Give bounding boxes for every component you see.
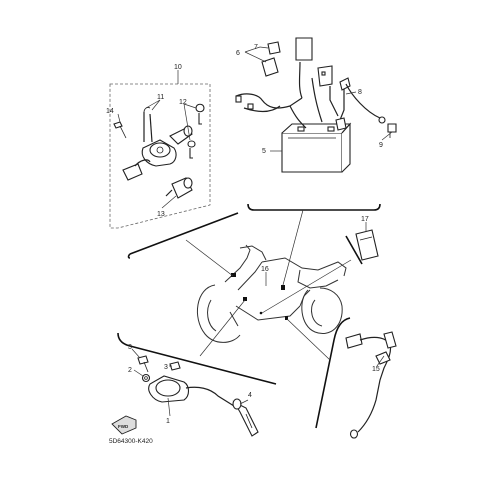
callout-2: 2 bbox=[128, 367, 132, 374]
callout-numbers: 10 11 12 14 13 6 7 5 8 9 17 16 3 2 3 1 4… bbox=[106, 44, 383, 425]
callout-16: 16 bbox=[261, 266, 269, 273]
callout-5: 5 bbox=[262, 148, 266, 155]
callout-8: 8 bbox=[358, 89, 362, 96]
callout-12: 12 bbox=[179, 99, 187, 106]
leader-lines bbox=[117, 46, 393, 417]
callout-10: 10 bbox=[174, 64, 182, 71]
callout-14: 14 bbox=[106, 108, 114, 115]
callout-6: 6 bbox=[236, 50, 240, 57]
fwd-label: FWD bbox=[118, 424, 129, 429]
callout-3b: 3 bbox=[164, 364, 168, 371]
fwd-arrow-icon: FWD bbox=[111, 415, 137, 435]
callout-15: 15 bbox=[372, 366, 380, 373]
battery-and-harness bbox=[235, 37, 397, 173]
coil-location-marker bbox=[243, 297, 247, 301]
callout-4: 4 bbox=[248, 392, 252, 399]
motorcycle-outline bbox=[197, 244, 347, 343]
label-sticker bbox=[355, 229, 379, 261]
sensor-location-marker bbox=[285, 316, 288, 320]
callout-11: 11 bbox=[157, 94, 164, 101]
callout-1: 1 bbox=[166, 418, 170, 425]
catalog-code: 5D64300-K420 bbox=[109, 438, 153, 445]
callout-13: 13 bbox=[157, 211, 165, 218]
ignition-switch-assembly bbox=[109, 83, 211, 229]
callout-3a: 3 bbox=[128, 344, 132, 351]
ignition-coil-assembly bbox=[137, 355, 259, 437]
callout-9: 9 bbox=[379, 142, 383, 149]
battery-location-marker bbox=[281, 285, 285, 290]
ignition-location-marker bbox=[231, 273, 236, 277]
sensor-lead-assembly bbox=[345, 331, 397, 439]
callout-brackets bbox=[117, 203, 381, 429]
callout-17: 17 bbox=[361, 216, 369, 223]
callout-7: 7 bbox=[254, 44, 258, 51]
